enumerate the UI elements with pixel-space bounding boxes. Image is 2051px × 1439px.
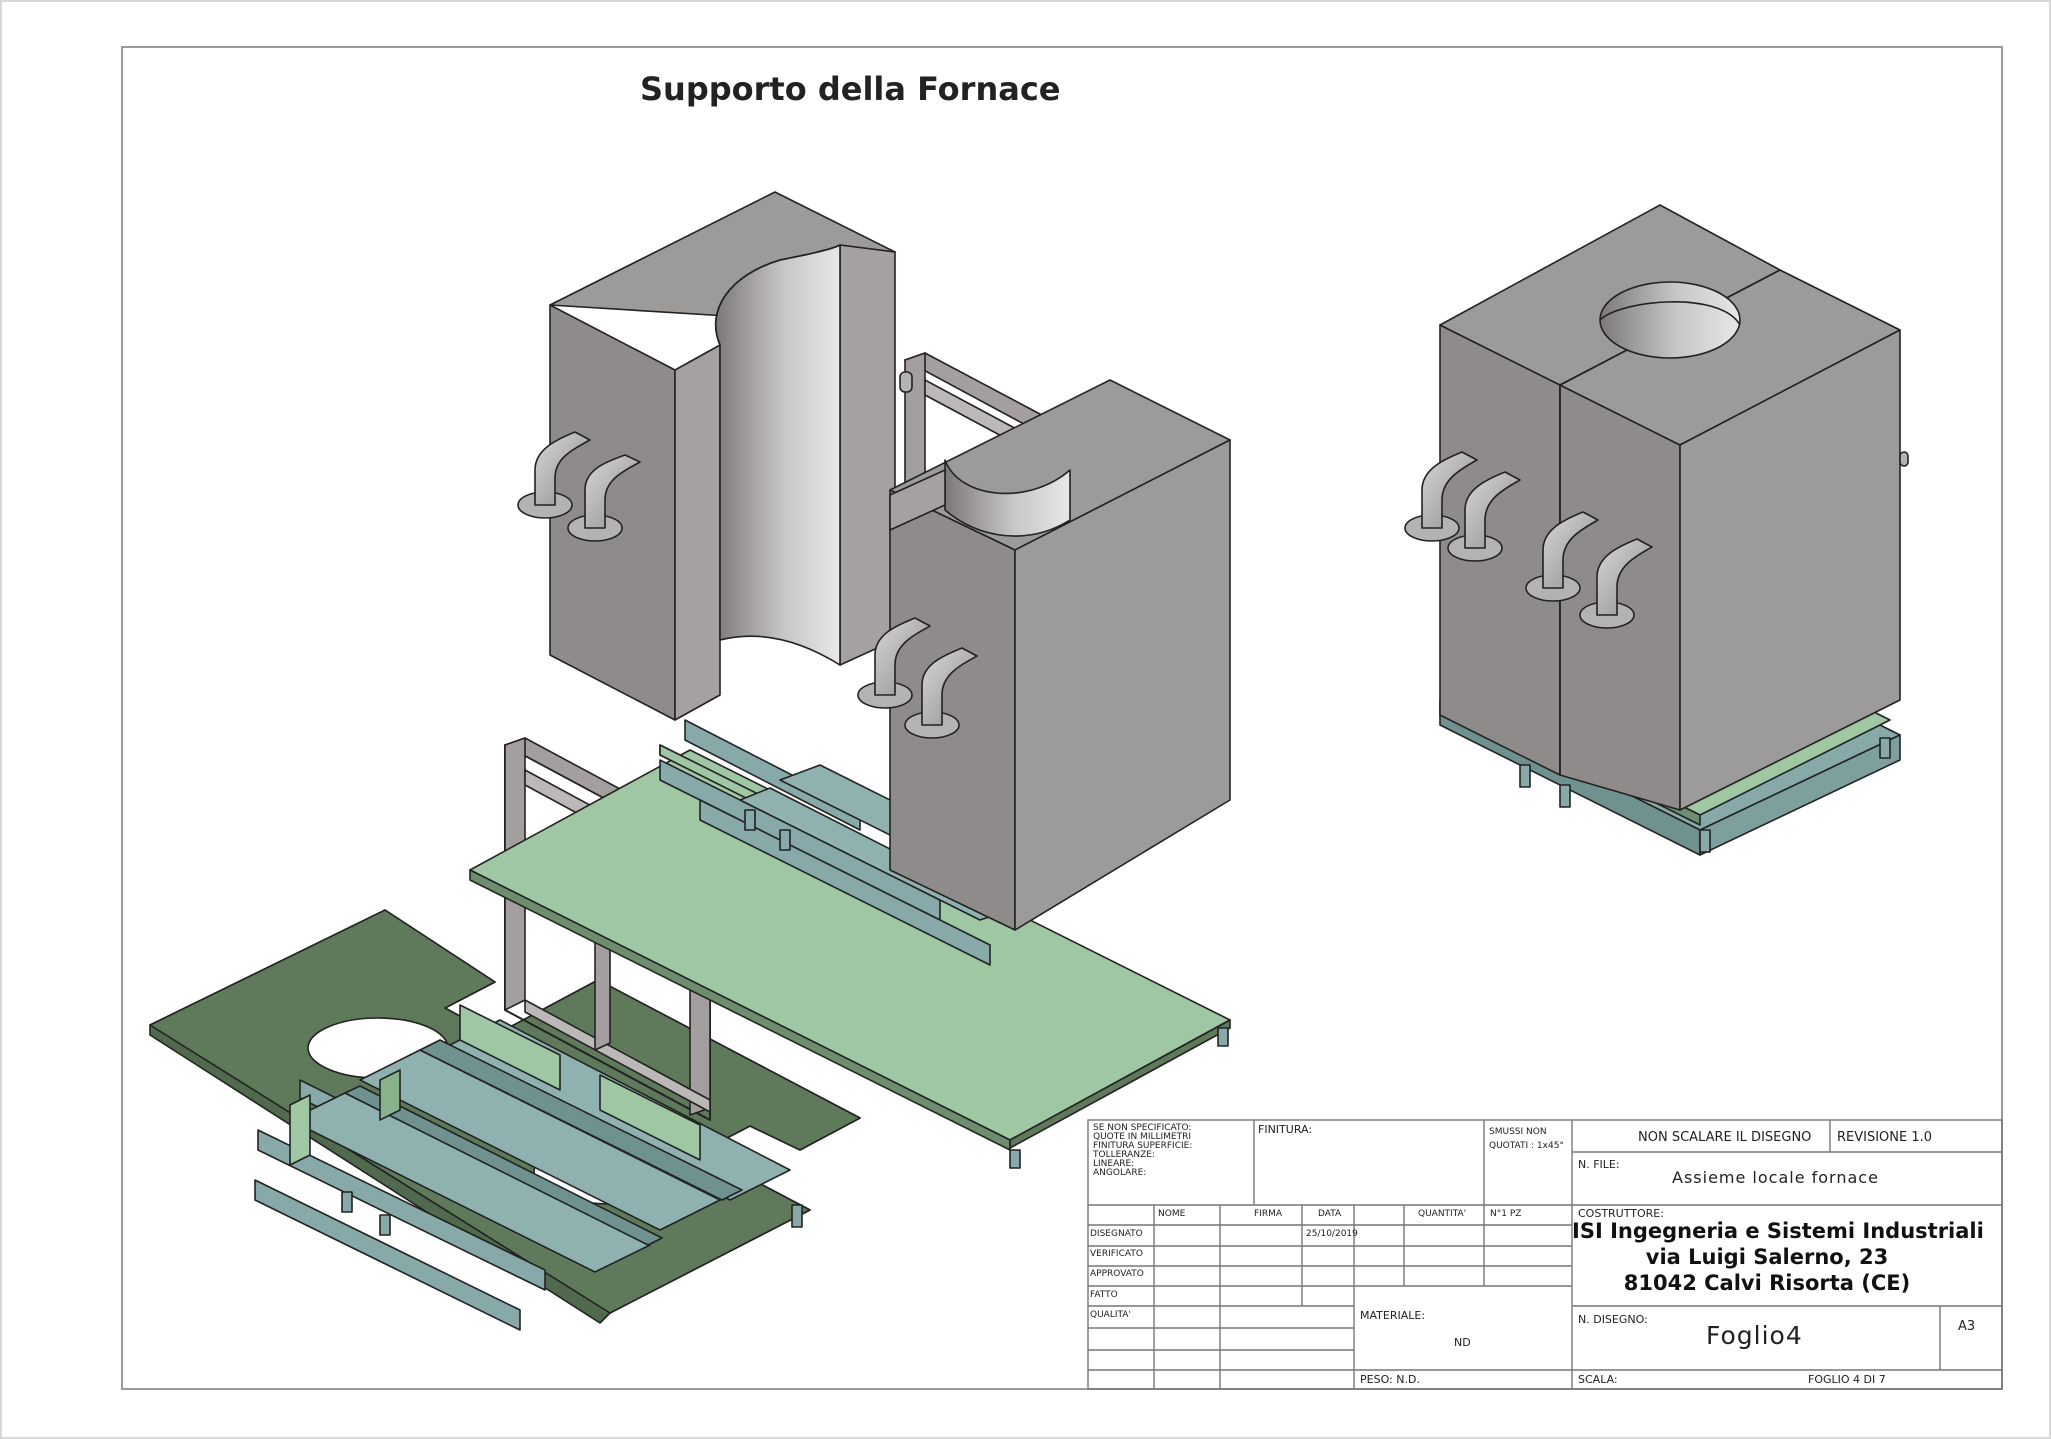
materiale-label: MATERIALE: <box>1360 1309 1426 1322</box>
n-file-value: Assieme locale fornace <box>1672 1168 1879 1187</box>
unspecified-line-6: ANGOLARE: <box>1093 1168 1147 1178</box>
company-street: via Luigi Salerno, 23 <box>1645 1245 1889 1269</box>
row-fatto: FATTO <box>1090 1290 1118 1300</box>
col-nome: NOME <box>1158 1209 1186 1219</box>
col-data: DATA <box>1318 1209 1342 1219</box>
company-city: 81042 Calvi Risorta (CE) <box>1623 1271 1911 1295</box>
unspecified-line-2: QUOTE IN MILLIMETRI <box>1093 1132 1192 1142</box>
drawing-border <box>121 46 2003 1390</box>
left-furnace-half <box>549 191 896 721</box>
revisione-label: REVISIONE 1.0 <box>1837 1130 1933 1145</box>
right-furnace-half <box>889 379 1231 931</box>
assembled-pipes <box>1404 451 1653 629</box>
row-approvato: APPROVATO <box>1090 1269 1144 1279</box>
lower-feet <box>341 1191 803 1236</box>
data-value: 25/10/2019 <box>1306 1229 1358 1239</box>
unspecified-line-4: TOLLERANZE: <box>1093 1150 1155 1160</box>
n-file-label: N. FILE: <box>1578 1158 1620 1171</box>
assembled-furnace <box>1404 204 1909 856</box>
non-scalare-label: NON SCALARE IL DISEGNO <box>1638 1130 1812 1145</box>
right-pipes <box>857 617 978 739</box>
unspecified-line-3: FINITURA SUPERFICIE: <box>1093 1141 1193 1151</box>
costruttore-label: COSTRUTTORE: <box>1578 1207 1664 1220</box>
unspecified-line-5: LINEARE: <box>1093 1159 1135 1169</box>
col-firma: FIRMA <box>1254 1209 1283 1219</box>
finitura-label: FINITURA: <box>1258 1123 1313 1136</box>
n-disegno-label: N. DISEGNO: <box>1578 1313 1648 1326</box>
col-quantita: QUANTITA' <box>1418 1209 1467 1219</box>
materiale-value: ND <box>1454 1336 1471 1349</box>
left-pipes <box>517 431 641 542</box>
foglio-label: FOGLIO 4 DI 7 <box>1808 1373 1886 1386</box>
formato-value: A3 <box>1958 1319 1976 1334</box>
row-qualita: QUALITA' <box>1090 1310 1131 1320</box>
company-address: ISI Ingegneria e Sistemi Industriali via… <box>1572 1218 1984 1296</box>
row-disegnato: DISEGNATO <box>1090 1229 1143 1239</box>
col-n-pz: N°1 PZ <box>1490 1209 1522 1219</box>
page-title: Supporto della Fornace <box>640 70 1061 108</box>
lower-cross-beams <box>289 1004 701 1166</box>
n-disegno-value: Foglio4 <box>1706 1321 1803 1350</box>
unspecified-line-1: SE NON SPECIFICATO: <box>1093 1123 1192 1133</box>
scala-label: SCALA: <box>1578 1373 1618 1386</box>
exploded-assembly <box>149 191 1231 1331</box>
title-block-grid <box>1087 1119 2003 1390</box>
company-name: ISI Ingegneria e Sistemi Industriali <box>1572 1219 1984 1243</box>
smussi-line-1: SMUSSI NON <box>1489 1127 1547 1137</box>
smussi-line-2: QUOTATI : 1x45° <box>1489 1141 1564 1151</box>
row-verificato: VERIFICATO <box>1090 1249 1143 1259</box>
peso-label: PESO: N.D. <box>1360 1373 1420 1386</box>
